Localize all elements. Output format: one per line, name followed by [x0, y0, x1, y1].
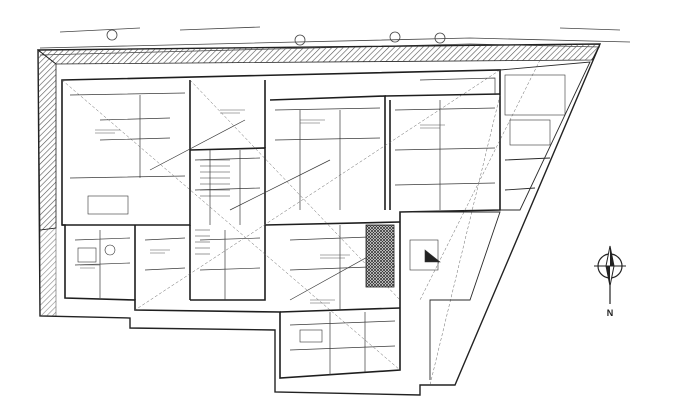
north-arrow-icon — [594, 245, 626, 304]
east-wing — [400, 61, 591, 380]
reference-lines — [61, 59, 541, 386]
north-label: N — [606, 308, 614, 318]
site-boundary-wall — [36, 43, 602, 396]
stair-core — [365, 224, 395, 288]
interior-partitions — [69, 77, 496, 375]
stair-treads — [195, 159, 230, 255]
fixtures — [77, 74, 566, 343]
annotation-marks — [80, 109, 445, 304]
building-walls — [61, 69, 501, 379]
